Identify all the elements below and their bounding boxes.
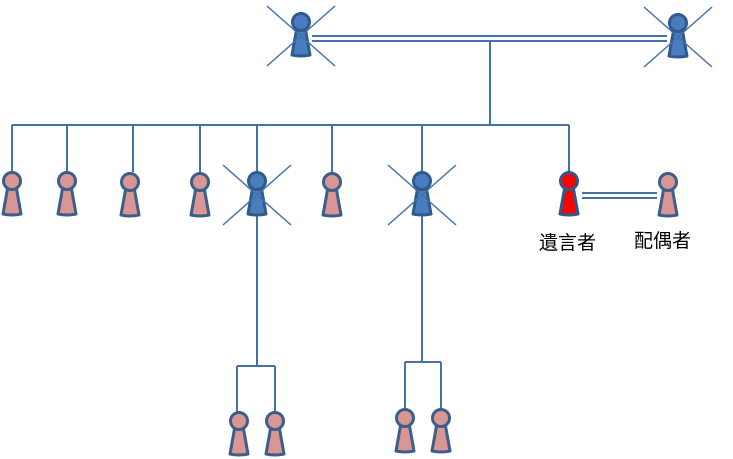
person-body (189, 185, 211, 218)
person-head (322, 172, 342, 192)
person-head (559, 171, 579, 191)
person-body (56, 184, 78, 217)
person-body (430, 421, 452, 454)
person-icon (228, 411, 250, 457)
relationship-lines (11, 35, 667, 412)
person-icon (56, 171, 78, 217)
spouse-label: 配偶者 (634, 230, 692, 252)
person-head (658, 172, 678, 192)
person-head (291, 12, 311, 32)
person-body (411, 184, 433, 217)
person-figures (1, 5, 713, 457)
person-icon (394, 408, 416, 454)
person-head (668, 13, 688, 33)
person-body (667, 26, 689, 59)
person-icon (189, 172, 211, 218)
testator-label: 遺言者 (539, 232, 597, 254)
deceased-strike-line (643, 6, 713, 68)
person-body (558, 184, 580, 217)
person-head (395, 408, 415, 428)
person-body (264, 424, 286, 457)
person-icon (430, 408, 452, 454)
person-body (1, 184, 23, 217)
person-icon (643, 6, 713, 68)
person-icon (119, 172, 141, 218)
person-head (412, 171, 432, 191)
person-head (247, 171, 267, 191)
person-head (57, 171, 77, 191)
person-body (394, 421, 416, 454)
person-body (228, 424, 250, 457)
person-body (321, 185, 343, 218)
person-icon (321, 172, 343, 218)
person-icon (558, 171, 580, 217)
deceased-strike-line (222, 164, 292, 226)
deceased-strike-line (266, 5, 336, 67)
person-icon (222, 164, 292, 226)
person-head (431, 408, 451, 428)
person-icon (657, 172, 679, 218)
person-head (120, 172, 140, 192)
person-body (290, 25, 312, 58)
person-icon (387, 164, 457, 226)
deceased-strike-line (387, 164, 457, 226)
person-head (190, 172, 210, 192)
person-head (229, 411, 249, 431)
person-body (657, 185, 679, 218)
person-head (2, 171, 22, 191)
person-icon (266, 5, 336, 67)
person-icon (1, 171, 23, 217)
person-body (119, 185, 141, 218)
person-icon (264, 411, 286, 457)
person-body (246, 184, 268, 217)
person-head (265, 411, 285, 431)
